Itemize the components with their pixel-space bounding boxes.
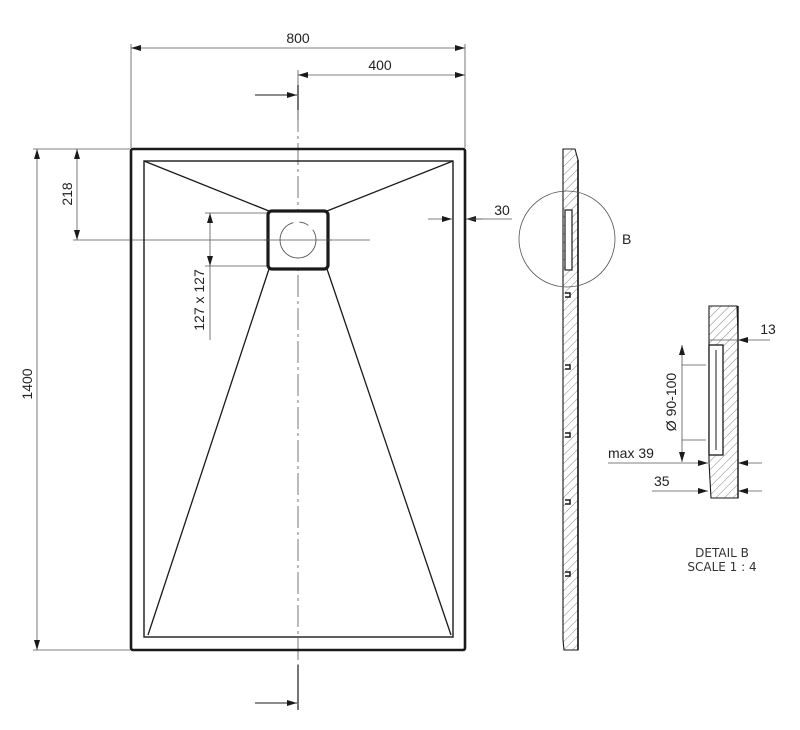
dim-drain-size-label: 127 x 127 (191, 269, 207, 331)
dim-half-width: 400 (297, 57, 465, 120)
dim-length-label: 1400 (19, 368, 35, 399)
detail-dim-diameter: Ø 90-100 (663, 373, 679, 432)
dim-half-width-label: 400 (368, 57, 392, 73)
dim-length: 1400 (19, 148, 130, 651)
dim-rim: 30 (428, 202, 512, 222)
tray-outer-edge (129, 147, 467, 652)
detail-b-view: 13 Ø 90-100 max 39 35 (608, 305, 776, 499)
dim-width: 800 (130, 30, 466, 148)
tray-side-section (562, 148, 579, 651)
detail-b-marker: B (622, 231, 631, 247)
tray-inner-edge (143, 160, 454, 638)
detail-title: DETAIL B (695, 546, 749, 560)
dim-rim-label: 30 (494, 202, 510, 218)
detail-b-circle (518, 190, 616, 288)
detail-dim-13: 13 (760, 321, 776, 337)
dim-drain-size: 127 x 127 (191, 212, 268, 340)
dim-drain-offset-label: 218 (59, 182, 75, 206)
detail-scale: SCALE 1 : 4 (687, 560, 757, 574)
shower-tray-plan (129, 147, 467, 652)
dim-width-label: 800 (286, 30, 310, 46)
detail-dim-35: 35 (654, 473, 670, 489)
detail-b-caption: DETAIL B SCALE 1 : 4 (660, 546, 784, 574)
detail-dim-max39: max 39 (608, 445, 654, 461)
